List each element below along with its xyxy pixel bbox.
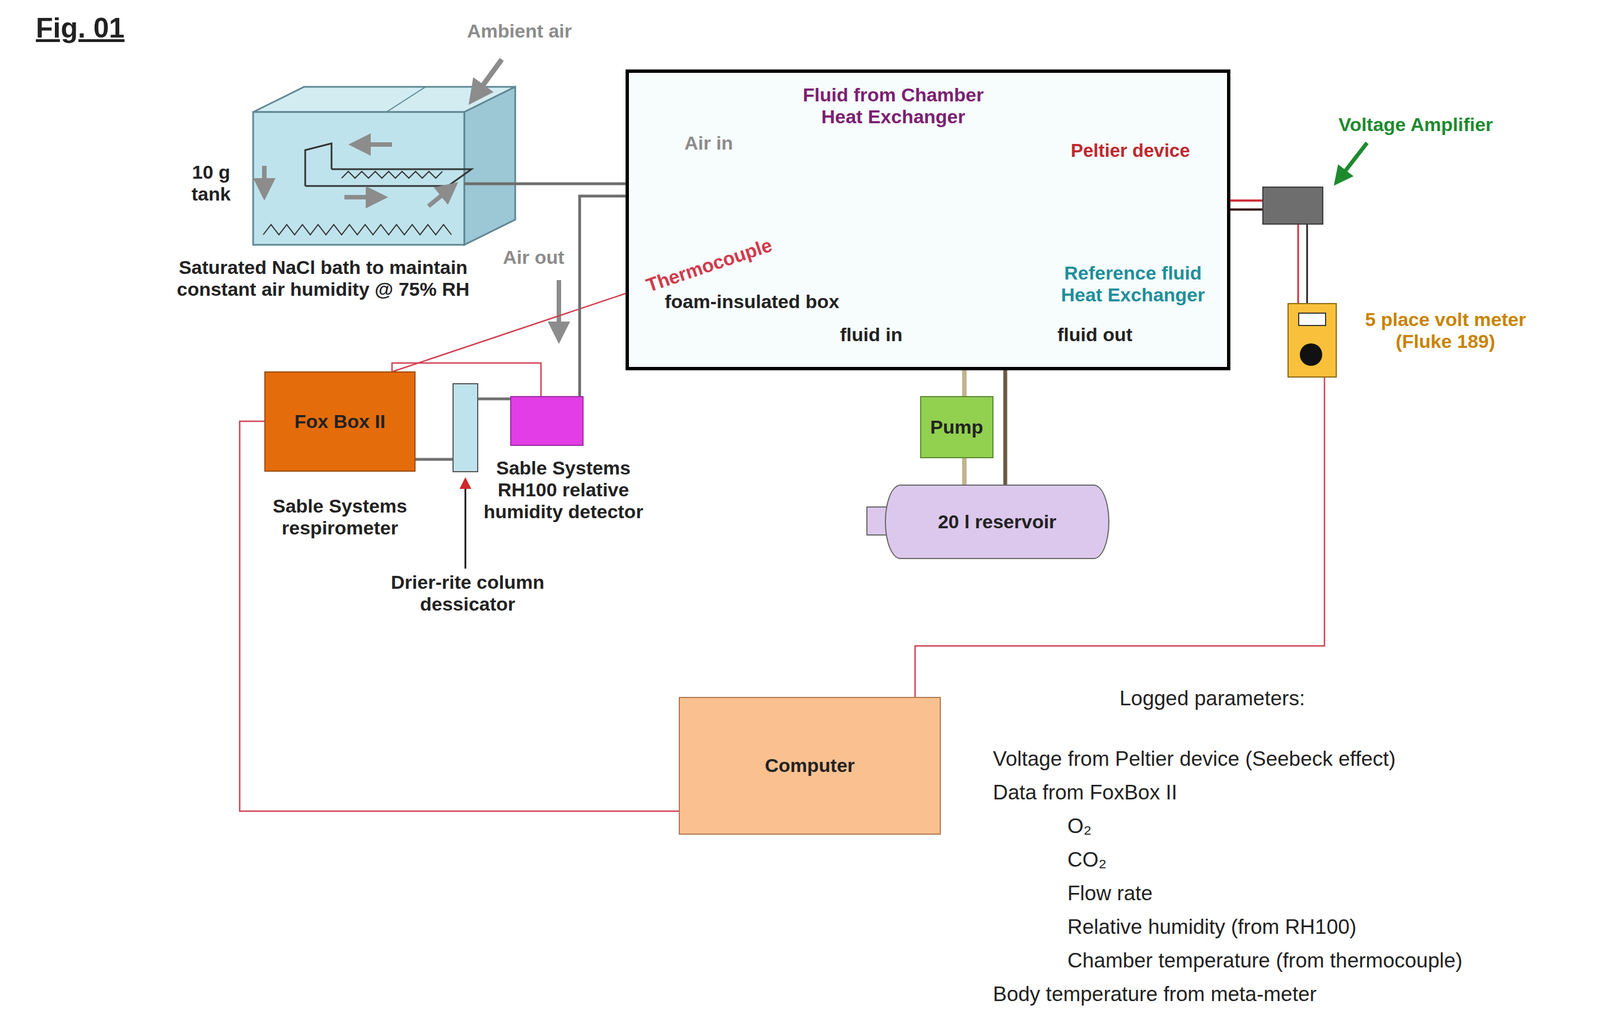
pointer-arrow (1336, 142, 1368, 183)
salt-bath-tank-drawing (253, 112, 465, 245)
pump-box: Pump (920, 395, 993, 459)
callout-label: Ambient air (467, 20, 572, 43)
signal-wire (1306, 224, 1309, 303)
box-label: Computer (764, 754, 856, 777)
reservoir-cylinder: 20 l reservoir (884, 484, 1110, 559)
air-pipe (579, 196, 626, 396)
volt-meter: 5 place volt meter (Fluke 189) (1287, 302, 1337, 378)
air-pipe (464, 182, 626, 186)
respirometer-box: Fox Box IISable Systems respirometer (264, 371, 416, 472)
box-caption: 10 g tank (183, 161, 240, 205)
pointer-arrow (464, 479, 467, 569)
tank-air-arrow (264, 144, 455, 207)
water-wave (263, 224, 452, 235)
fluid-pipe (1003, 370, 1008, 485)
parameter-text: Chamber temperature (from thermocouple) (1067, 948, 1463, 973)
box-label: 20 l reservoir (938, 510, 1057, 533)
salt-bath-tank-drawing (305, 143, 472, 186)
signal-wire (1297, 224, 1300, 303)
callout-label: Fluid from Chamber Heat Exchanger (786, 84, 1000, 128)
drierite-column (453, 383, 478, 472)
box-caption: Voltage Amplifier (1338, 113, 1494, 136)
callout-label: fluid in (840, 323, 903, 346)
humidity-detector: Sable Systems RH100 relative humidity de… (510, 395, 584, 446)
callout-label: fluid out (1057, 323, 1133, 346)
parameter-text: Voltage from Peltier device (Seebeck eff… (992, 747, 1396, 772)
air-flow-arrow (556, 280, 562, 340)
fluid-pipe (962, 458, 967, 485)
box-label: Fox Box II (294, 410, 386, 433)
data-cable (239, 421, 679, 811)
callout-label: Peltier device (1070, 140, 1191, 162)
parameter-text: CO₂ (1067, 847, 1107, 872)
parameter-text: O₂ (1067, 814, 1092, 839)
tank-air-arrow (352, 142, 393, 147)
salt-bath-tank-drawing (386, 86, 426, 113)
callout-label: Drier-rite column dessicator (372, 571, 563, 615)
voltage-amplifier: Voltage Amplifier (1262, 186, 1324, 225)
meter-dial (1299, 343, 1323, 366)
box-caption: Saturated NaCl bath to maintain constant… (143, 256, 503, 301)
parameter-text: Body temperature from meta-meter (992, 982, 1317, 1007)
fluid-pipe (962, 370, 967, 396)
salt-bath-tank-drawing (253, 86, 516, 245)
drierite-column (453, 383, 478, 472)
figure-title: Fig. 01 (35, 12, 125, 45)
tank-air-arrow (428, 184, 455, 207)
water-wave (341, 171, 443, 179)
box-caption: Sable Systems RH100 relative humidity de… (465, 456, 662, 523)
salt-bath-tank-drawing (464, 86, 516, 245)
parameter-text: Logged parameters: (1119, 686, 1305, 711)
box-caption: Sable Systems respirometer (258, 495, 422, 539)
callout-label: Air in (684, 132, 734, 155)
meter-face (1288, 304, 1336, 377)
parameter-text: Flow rate (1067, 881, 1153, 906)
callout-label: Reference fluid Heat Exchanger (1046, 262, 1220, 306)
meter-display (1298, 313, 1326, 326)
box-caption: 5 place volt meter (Fluke 189) (1344, 308, 1547, 353)
tank-air-arrow (262, 165, 267, 197)
air-flow-arrow (471, 59, 502, 101)
parameter-text: Data from FoxBox II (992, 780, 1178, 805)
water-wave (263, 171, 452, 235)
salt-bath-tank: 10 g tankSaturated NaCl bath to maintain… (253, 112, 465, 245)
tank-air-arrow (344, 194, 384, 200)
computer-box: Computer (678, 696, 941, 835)
parameter-text: Relative humidity (from RH100) (1067, 915, 1357, 940)
box-label: Pump (930, 416, 983, 438)
box-caption: foam-insulated box (664, 290, 840, 313)
callout-label: Air out (502, 246, 565, 269)
